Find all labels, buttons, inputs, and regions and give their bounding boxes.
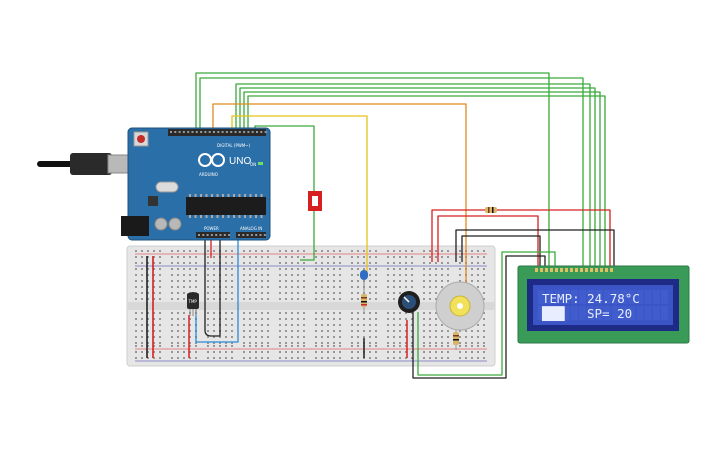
temperature-sensor[interactable]: TMP (187, 292, 199, 316)
wire-green-lcd-2 (199, 77, 584, 268)
lcd-resistor (485, 207, 497, 213)
dc-motor[interactable] (435, 281, 485, 331)
wire-red-lcd-3 (437, 215, 539, 268)
wire-green-lcd-6 (247, 95, 606, 268)
potentiometer[interactable] (398, 291, 420, 313)
wire-black-gnd (204, 236, 221, 337)
wire-red-lcd-2 (497, 209, 611, 268)
wire-red-lcd-1 (431, 209, 485, 262)
analog-label: ANALOG IN (240, 226, 262, 231)
on-label: ON (250, 162, 256, 167)
usb-cable (37, 153, 139, 175)
wire-black-lcd-1 (455, 229, 615, 268)
power-label: POWER (204, 226, 219, 231)
arduino-logo: ARDUINO (198, 153, 225, 177)
model-label: UNO (229, 156, 251, 167)
motor-resistor (453, 330, 459, 350)
lcd-cell-grid (538, 290, 669, 320)
wire-blue-analog (195, 236, 239, 343)
lcd-line-2-text: SP= 20 (587, 306, 632, 321)
lcd-header-pins (535, 268, 613, 272)
wire-green-lcd-4 (239, 87, 596, 268)
wires (146, 72, 615, 379)
sensor-label: TMP (188, 299, 198, 304)
lcd-line-2-bar: ███ (541, 306, 565, 322)
power-analog-header-pins (198, 234, 266, 236)
wire-black-pot (412, 255, 546, 379)
wire-orange-motor (212, 103, 467, 300)
lcd-display[interactable]: TEMP: 24.78°C ███ SP= 20 (517, 265, 690, 344)
wire-green-lcd-3 (235, 83, 591, 268)
wire-yellow-led (231, 115, 368, 272)
atmega-chip (186, 197, 266, 215)
blue-led[interactable] (360, 270, 368, 290)
slide-switch[interactable] (308, 191, 322, 211)
led-resistor (361, 290, 367, 312)
power-jack (121, 216, 149, 236)
digital-label: DIGITAL (PWM~) (217, 143, 251, 148)
wire-green-pot (417, 251, 556, 376)
arduino-uno[interactable]: ARDUINO UNO DIGITAL (PWM~) ON POWER ANAL… (121, 127, 271, 241)
lcd-line-1: TEMP: 24.78°C (542, 291, 640, 306)
brand-label: ARDUINO (199, 172, 218, 177)
wire-green-lcd-1 (195, 72, 550, 268)
digital-header-pins (170, 131, 267, 133)
wire-green-lcd-5 (243, 91, 601, 268)
